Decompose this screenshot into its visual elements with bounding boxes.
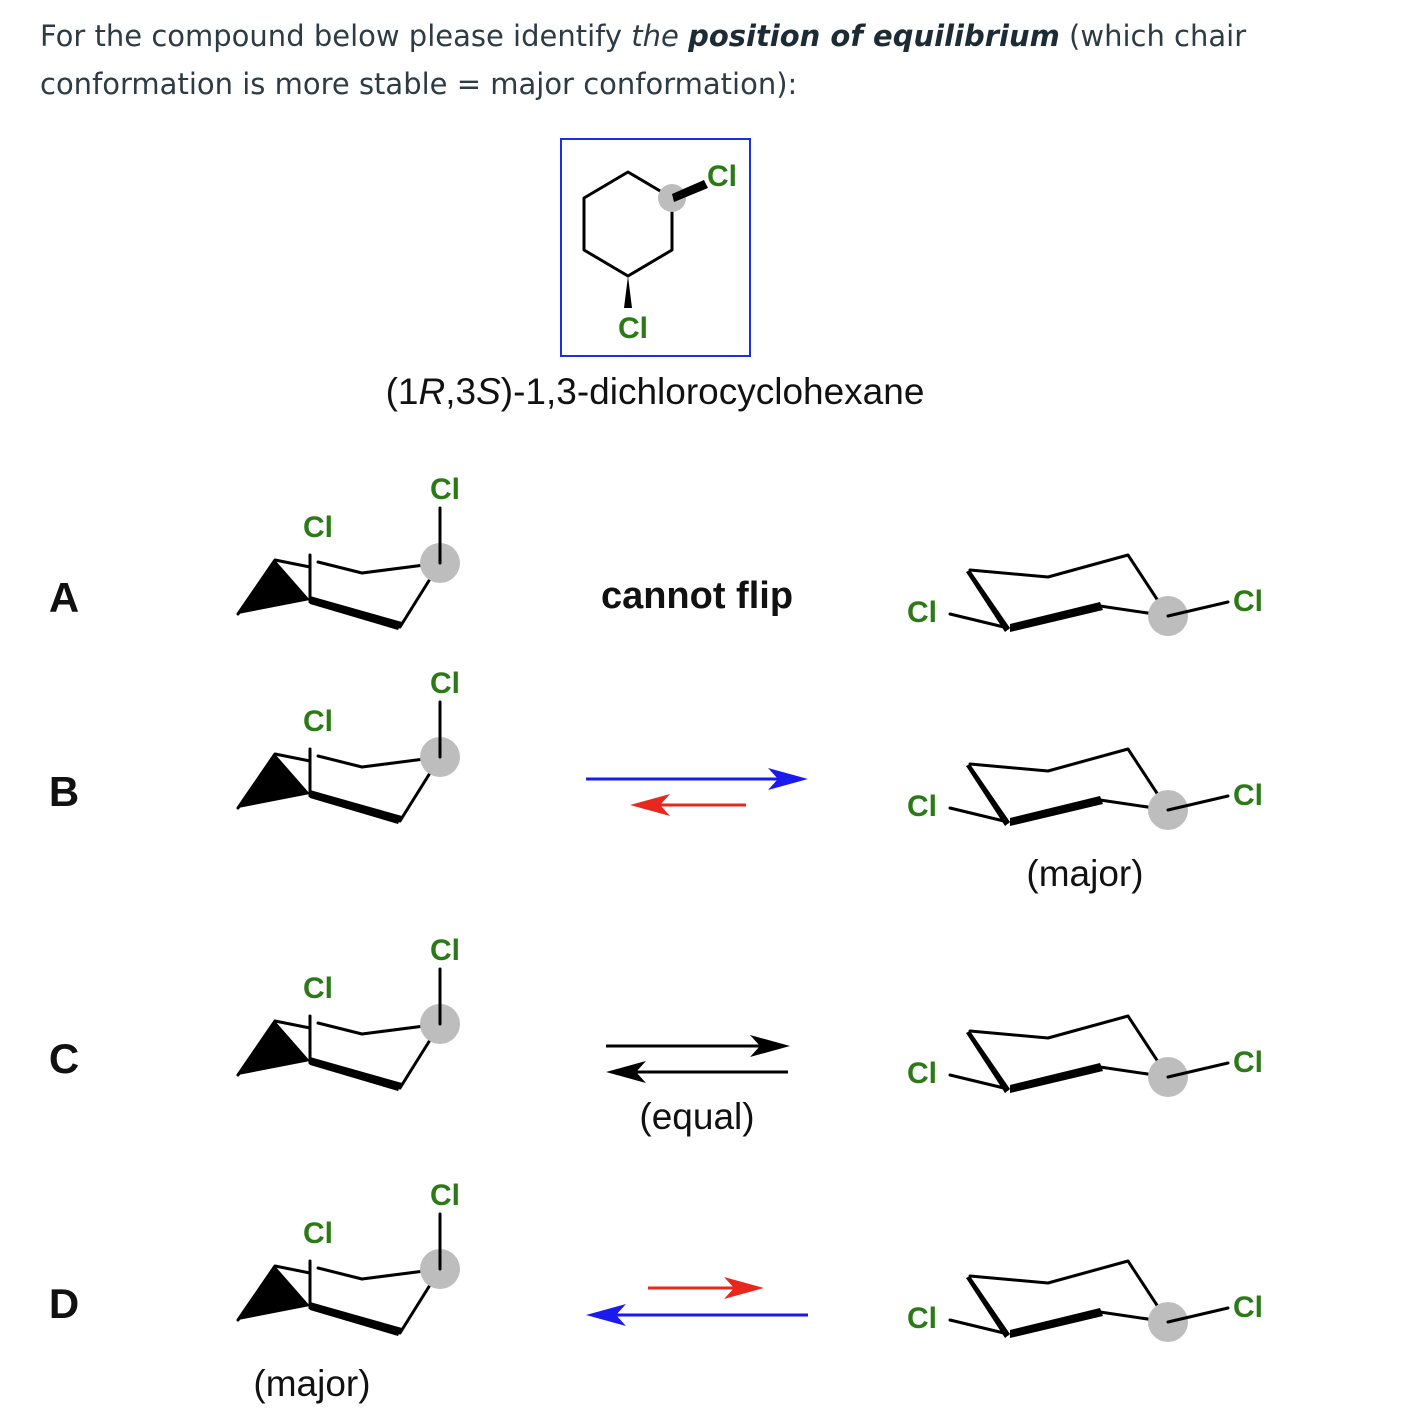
- question-part: For the compound below please identify: [40, 19, 632, 53]
- cyclohexane-ring: [582, 170, 674, 278]
- option-middle-text: cannot flip: [601, 575, 793, 617]
- option-letter: D: [49, 1280, 79, 1327]
- option-letter: B: [49, 768, 79, 815]
- wedge-bond: [672, 180, 708, 202]
- chlorine-atom-label: Cl: [618, 312, 648, 345]
- equilibrium-arrows: [586, 768, 808, 816]
- question-key-term: position of equilibrium: [688, 19, 1060, 53]
- option-letter: A: [49, 574, 79, 621]
- option-b[interactable]: B (major): [49, 665, 1265, 894]
- option-letter: C: [49, 1035, 79, 1082]
- compound-box: [560, 138, 751, 357]
- question-part: (which chair conformation is more stable…: [40, 19, 1247, 101]
- chair-conformation-axial: [236, 1177, 462, 1338]
- equilibrium-arrows: [606, 1035, 790, 1083]
- option-a[interactable]: A cannot flip: [49, 471, 1265, 638]
- chair-conformation-axial: [236, 665, 462, 826]
- equal-label: (equal): [639, 1096, 754, 1137]
- compound-structure: Cl Cl: [560, 138, 751, 357]
- major-label: (major): [1026, 853, 1143, 894]
- chair-conformation-equatorial: [905, 747, 1265, 832]
- chair-conformation-equatorial: [905, 553, 1265, 638]
- chair-conformation-equatorial: [905, 1259, 1265, 1344]
- wedge-bond: [624, 276, 632, 308]
- question-emphasis: the: [631, 19, 679, 53]
- option-c[interactable]: C (equal): [49, 932, 1265, 1137]
- major-label: (major): [253, 1363, 370, 1404]
- chair-conformation-axial: [236, 932, 462, 1093]
- option-d[interactable]: D (major): [49, 1177, 1265, 1404]
- equilibrium-arrows: [586, 1277, 808, 1326]
- chair-conformation-axial: [236, 471, 462, 632]
- chair-conformation-equatorial: [905, 1014, 1265, 1099]
- chlorine-atom-label: Cl: [707, 160, 737, 193]
- compound-name: (1R,3S)-1,3-dichlorocyclohexane: [386, 371, 925, 412]
- question-text: For the compound below please identify t…: [40, 12, 1380, 108]
